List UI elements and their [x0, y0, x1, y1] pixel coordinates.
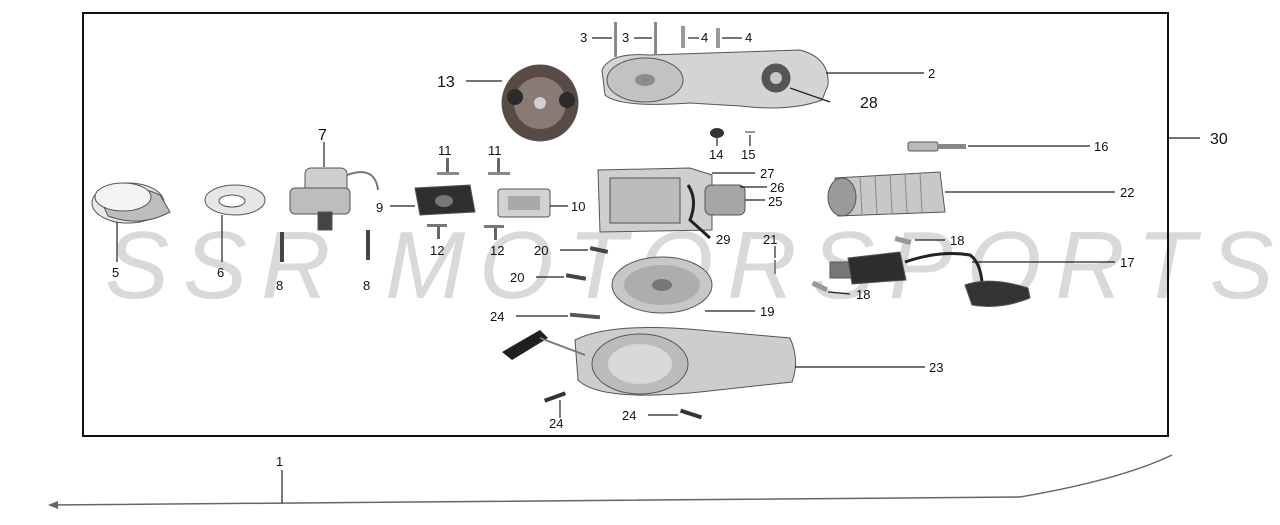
label-19: 19 [760, 304, 774, 319]
label-15: 15 [741, 147, 755, 162]
flywheel-screw-part [565, 246, 609, 281]
recoil-starter-part [502, 327, 796, 396]
label-12-right: 12 [490, 243, 504, 258]
label-8-left: 8 [276, 278, 283, 293]
cover-screw-part [543, 312, 703, 420]
throttle-cable-part [48, 454, 1173, 509]
crankcase-part [597, 167, 746, 240]
flywheel-part [611, 256, 713, 314]
label-4-right: 4 [745, 30, 752, 45]
label-6: 6 [217, 265, 224, 280]
label-17: 17 [1120, 255, 1134, 270]
intake-manifold-part [414, 184, 476, 216]
cylinder-part [827, 171, 946, 217]
label-8-right: 8 [363, 278, 370, 293]
pin-part [774, 260, 776, 274]
reed-valve-part [497, 188, 551, 218]
clutch-part [501, 64, 579, 142]
carburetor-part [289, 167, 379, 231]
leader-28 [789, 87, 831, 103]
label-24-bottom-left: 24 [549, 416, 563, 431]
label-9: 9 [376, 200, 383, 215]
label-3-left: 3 [580, 30, 587, 45]
label-20-bottom: 20 [510, 270, 524, 285]
label-27: 27 [760, 166, 774, 181]
cover-bolt-part [614, 22, 720, 57]
nut-washer-part [710, 128, 755, 138]
label-23: 23 [929, 360, 943, 375]
air-filter-part [91, 182, 171, 224]
label-24-bottom-right: 24 [622, 408, 636, 423]
ignition-coil-part [829, 251, 1031, 307]
label-18-top: 18 [950, 233, 964, 248]
label-25: 25 [768, 194, 782, 209]
label-18-bottom: 18 [856, 287, 870, 302]
assembly-frame [82, 12, 1169, 437]
label-14: 14 [709, 147, 723, 162]
manifold-bolt-part [437, 158, 510, 175]
label-16: 16 [1094, 139, 1108, 154]
label-28: 28 [860, 95, 878, 112]
screw-part [427, 224, 504, 240]
label-4-left: 4 [701, 30, 708, 45]
label-3-right: 3 [622, 30, 629, 45]
leader-18-bottom [827, 291, 851, 295]
label-12-left: 12 [430, 243, 444, 258]
label-22: 22 [1120, 185, 1134, 200]
spark-plug-part [907, 141, 966, 152]
label-20-top: 20 [534, 243, 548, 258]
label-13: 13 [437, 74, 455, 91]
label-1: 1 [276, 454, 283, 469]
ignition-bolt-part [811, 235, 912, 293]
label-26: 26 [770, 180, 784, 195]
label-7: 7 [318, 127, 327, 144]
label-10: 10 [571, 199, 585, 214]
label-24-top: 24 [490, 309, 504, 324]
label-29: 29 [716, 232, 730, 247]
label-30: 30 [1210, 131, 1228, 148]
label-5: 5 [112, 265, 119, 280]
label-21: 21 [763, 232, 777, 247]
gearbox-cover-part [601, 49, 829, 109]
label-2: 2 [928, 66, 935, 81]
stud-part [280, 230, 370, 262]
label-11-left: 11 [438, 143, 452, 158]
label-11-right: 11 [488, 143, 502, 158]
intake-gasket-part [204, 184, 266, 216]
